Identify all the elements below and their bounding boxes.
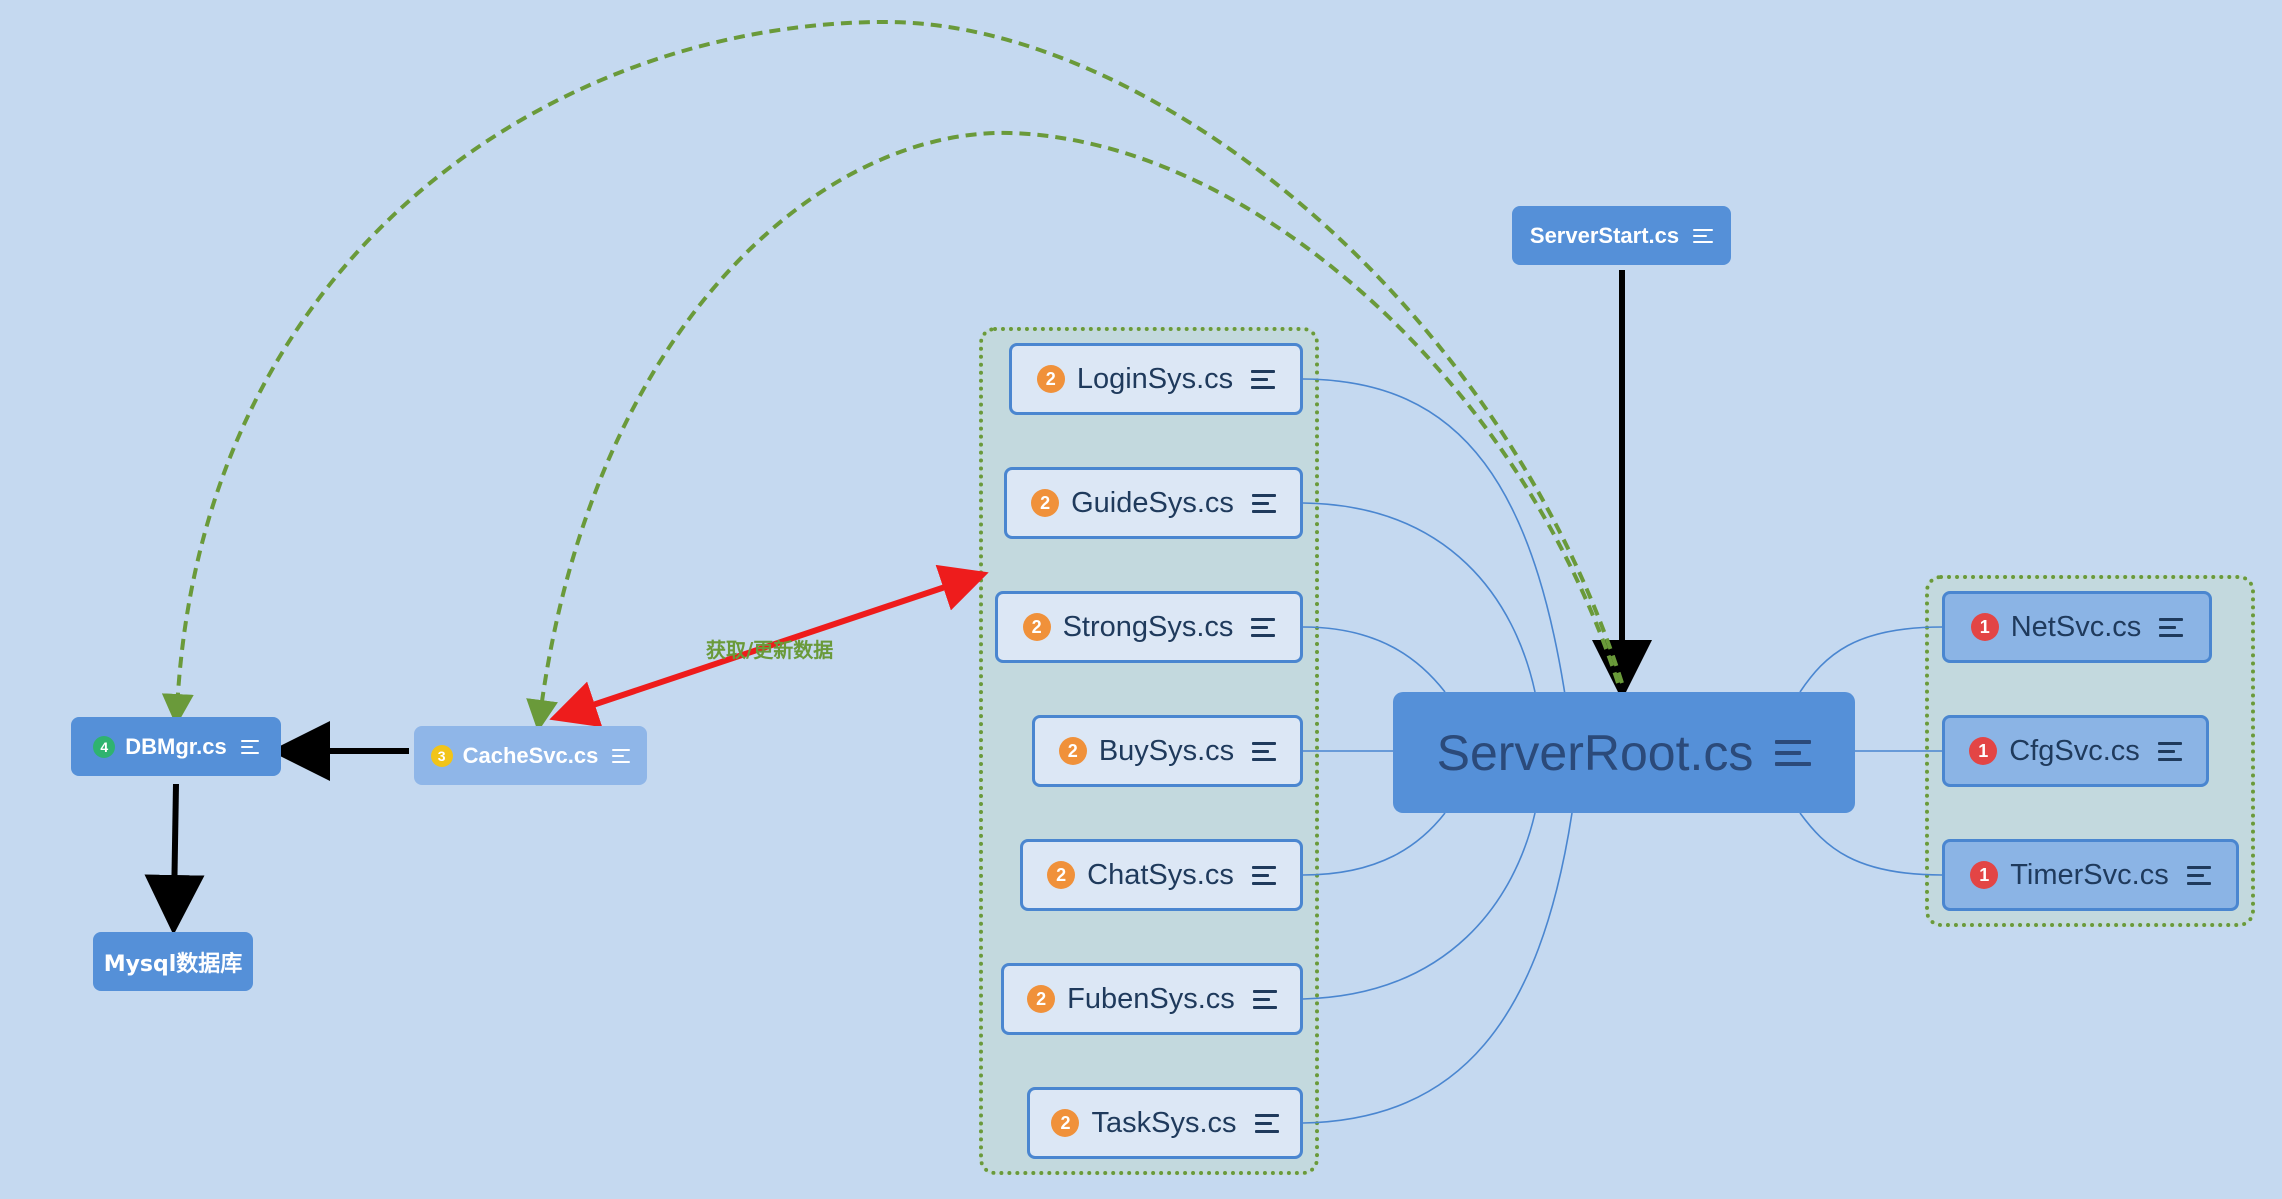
system-label: ChatSys.cs [1087, 858, 1234, 891]
priority-1-icon: 1 [1970, 861, 1999, 889]
notes-icon [1254, 1113, 1279, 1133]
priority-2-icon: 2 [1036, 365, 1065, 393]
priority-3-icon: 3 [430, 744, 453, 767]
cachesvc-node[interactable]: 3 CacheSvc.cs [414, 726, 647, 785]
system-label: GuideSys.cs [1071, 486, 1234, 519]
notes-icon [1251, 865, 1276, 885]
connector-fubensys [1302, 812, 1536, 1000]
system-node-guidesys[interactable]: 2 GuideSys.cs [1004, 467, 1303, 539]
service-label: TimerSvc.cs [2010, 858, 2169, 891]
notes-icon [2159, 617, 2184, 637]
notes-icon [1251, 369, 1276, 389]
system-label: BuySys.cs [1098, 734, 1235, 767]
system-label: TaskSys.cs [1091, 1106, 1237, 1139]
edge-label-fetch-update: 获取/更新数据 [706, 638, 834, 662]
notes-icon [2157, 741, 2182, 761]
dashed-arc-root-to-dbmgr [161, 19, 1624, 726]
dbmgr-label: DBMgr.cs [125, 733, 227, 759]
connector-loginsys [1302, 378, 1573, 746]
service-node-timersvc[interactable]: 1 TimerSvc.cs [1942, 839, 2239, 911]
service-label: NetSvc.cs [2010, 610, 2142, 643]
system-node-fubensys[interactable]: 2 FubenSys.cs [1001, 963, 1303, 1035]
arrow-cache-systems [549, 564, 989, 728]
notes-icon [1252, 741, 1277, 761]
system-node-chatsys[interactable]: 2 ChatSys.cs [1020, 839, 1303, 911]
connector-guidesys [1302, 502, 1536, 693]
notes-icon [2186, 865, 2211, 885]
cachesvc-label: CacheSvc.cs [462, 742, 599, 768]
notes-icon [1252, 989, 1277, 1009]
system-label: StrongSys.cs [1062, 610, 1234, 643]
priority-1-icon: 1 [1969, 737, 1998, 765]
priority-2-icon: 2 [1047, 861, 1076, 889]
priority-2-icon: 2 [1058, 737, 1087, 765]
system-label: FubenSys.cs [1067, 982, 1235, 1015]
connector-strongsys [1302, 626, 1446, 693]
notes-icon [612, 748, 631, 763]
notes-icon [1693, 228, 1714, 243]
notes-icon [240, 739, 259, 754]
notes-icon [1251, 493, 1276, 513]
connector-netsvc [1799, 626, 1943, 693]
serverstart-node[interactable]: ServerStart.cs [1512, 206, 1731, 265]
connector-tasksys [1302, 812, 1573, 1124]
mysql-label: Mysql数据库 [103, 951, 243, 977]
system-node-loginsys[interactable]: 2 LoginSys.cs [1009, 343, 1303, 415]
serverroot-label: ServerRoot.cs [1436, 724, 1754, 781]
service-node-cfgsvc[interactable]: 1 CfgSvc.cs [1942, 715, 2209, 787]
priority-2-icon: 2 [1031, 489, 1060, 517]
priority-1-icon: 1 [1970, 613, 1999, 641]
system-node-buysys[interactable]: 2 BuySys.cs [1032, 715, 1303, 787]
service-node-netsvc[interactable]: 1 NetSvc.cs [1942, 591, 2212, 663]
serverroot-node[interactable]: ServerRoot.cs [1393, 692, 1855, 813]
mysql-node[interactable]: Mysql数据库 [93, 932, 253, 991]
dashed-arc-root-to-cache [526, 130, 1620, 732]
priority-4-icon: 4 [93, 735, 116, 758]
priority-2-icon: 2 [1051, 1109, 1080, 1137]
connector-chatsys [1302, 812, 1446, 876]
serverstart-label: ServerStart.cs [1529, 222, 1680, 248]
notes-icon [1251, 617, 1276, 637]
system-node-tasksys[interactable]: 2 TaskSys.cs [1027, 1087, 1303, 1159]
priority-2-icon: 2 [1022, 613, 1051, 641]
connector-timersvc [1799, 812, 1943, 876]
service-label: CfgSvc.cs [2009, 734, 2140, 767]
notes-icon [1775, 739, 1812, 766]
priority-2-icon: 2 [1027, 985, 1056, 1013]
system-node-strongsys[interactable]: 2 StrongSys.cs [995, 591, 1303, 663]
dbmgr-node[interactable]: 4 DBMgr.cs [71, 717, 281, 776]
arrow-dbmgr-to-mysql [144, 783, 205, 935]
system-label: LoginSys.cs [1076, 362, 1234, 395]
